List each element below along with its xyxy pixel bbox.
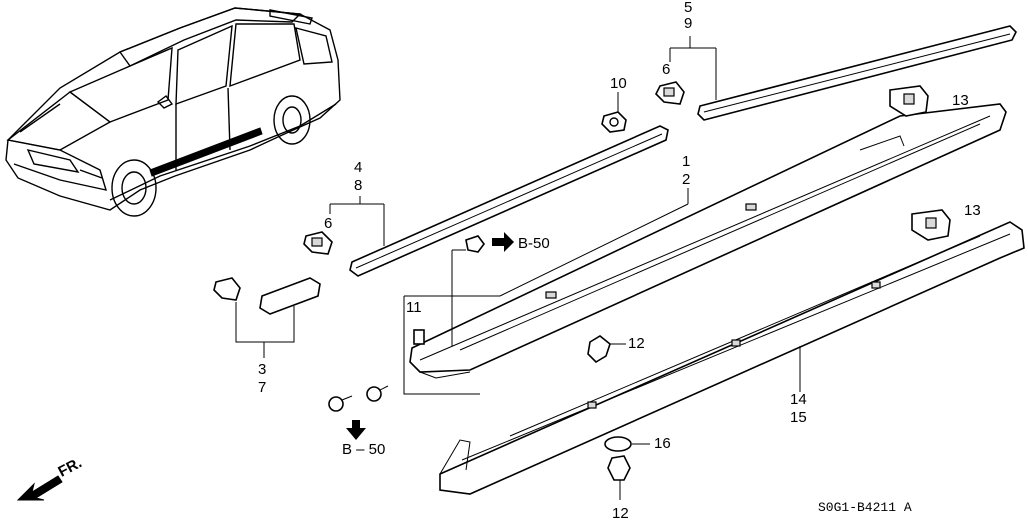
callout-2: 2 [682, 171, 691, 188]
vehicle-illustration [5, 7, 341, 217]
clip-12-upper [587, 335, 626, 364]
grommet-16 [604, 436, 650, 452]
trim-piece-3-7 [213, 277, 321, 358]
arrow-down-icon [346, 420, 366, 440]
callout-11: 11 [406, 299, 422, 316]
callout-4: 4 [354, 159, 363, 176]
ref-b50-down: B – 50 [342, 441, 386, 458]
side-sill-garnish [409, 103, 1007, 379]
callout-16: 16 [654, 435, 671, 452]
callout-1: 1 [682, 153, 691, 170]
ref-b50-right: B-50 [518, 235, 550, 252]
leader-5-9 [669, 36, 717, 100]
clip-6-lower [303, 231, 333, 255]
callout-12-lower: 12 [612, 505, 629, 520]
screws [328, 385, 389, 412]
clip-6-upper [655, 81, 685, 105]
rear-door-molding [697, 25, 1017, 121]
side-skirt [439, 221, 1025, 495]
leader-1-2 [403, 188, 689, 395]
callout-5: 5 [684, 0, 693, 16]
callout-7: 7 [258, 379, 267, 396]
callout-12-upper: 12 [628, 335, 645, 352]
callout-6-upper: 6 [662, 61, 671, 78]
front-direction-arrow-icon [16, 475, 63, 501]
clip-b50 [451, 235, 485, 346]
callout-9: 9 [684, 15, 693, 32]
callout-14: 14 [790, 391, 807, 408]
clip-12-lower [607, 455, 631, 500]
front-door-molding [349, 125, 669, 277]
callout-10: 10 [610, 75, 627, 92]
clip-11 [413, 329, 425, 345]
drawing-code: S0G1-B4211 A [818, 500, 912, 515]
callout-13-lower: 13 [964, 202, 981, 219]
arrow-right-icon [492, 232, 514, 252]
callout-3: 3 [258, 361, 267, 378]
callout-6-lower: 6 [324, 215, 333, 232]
leader-4-8 [329, 196, 385, 246]
clip-10 [601, 92, 627, 133]
clip-13-lower [911, 209, 951, 241]
clip-13-upper [889, 85, 929, 117]
callout-13-upper: 13 [952, 92, 969, 109]
callout-8: 8 [354, 177, 363, 194]
callout-15: 15 [790, 409, 807, 426]
